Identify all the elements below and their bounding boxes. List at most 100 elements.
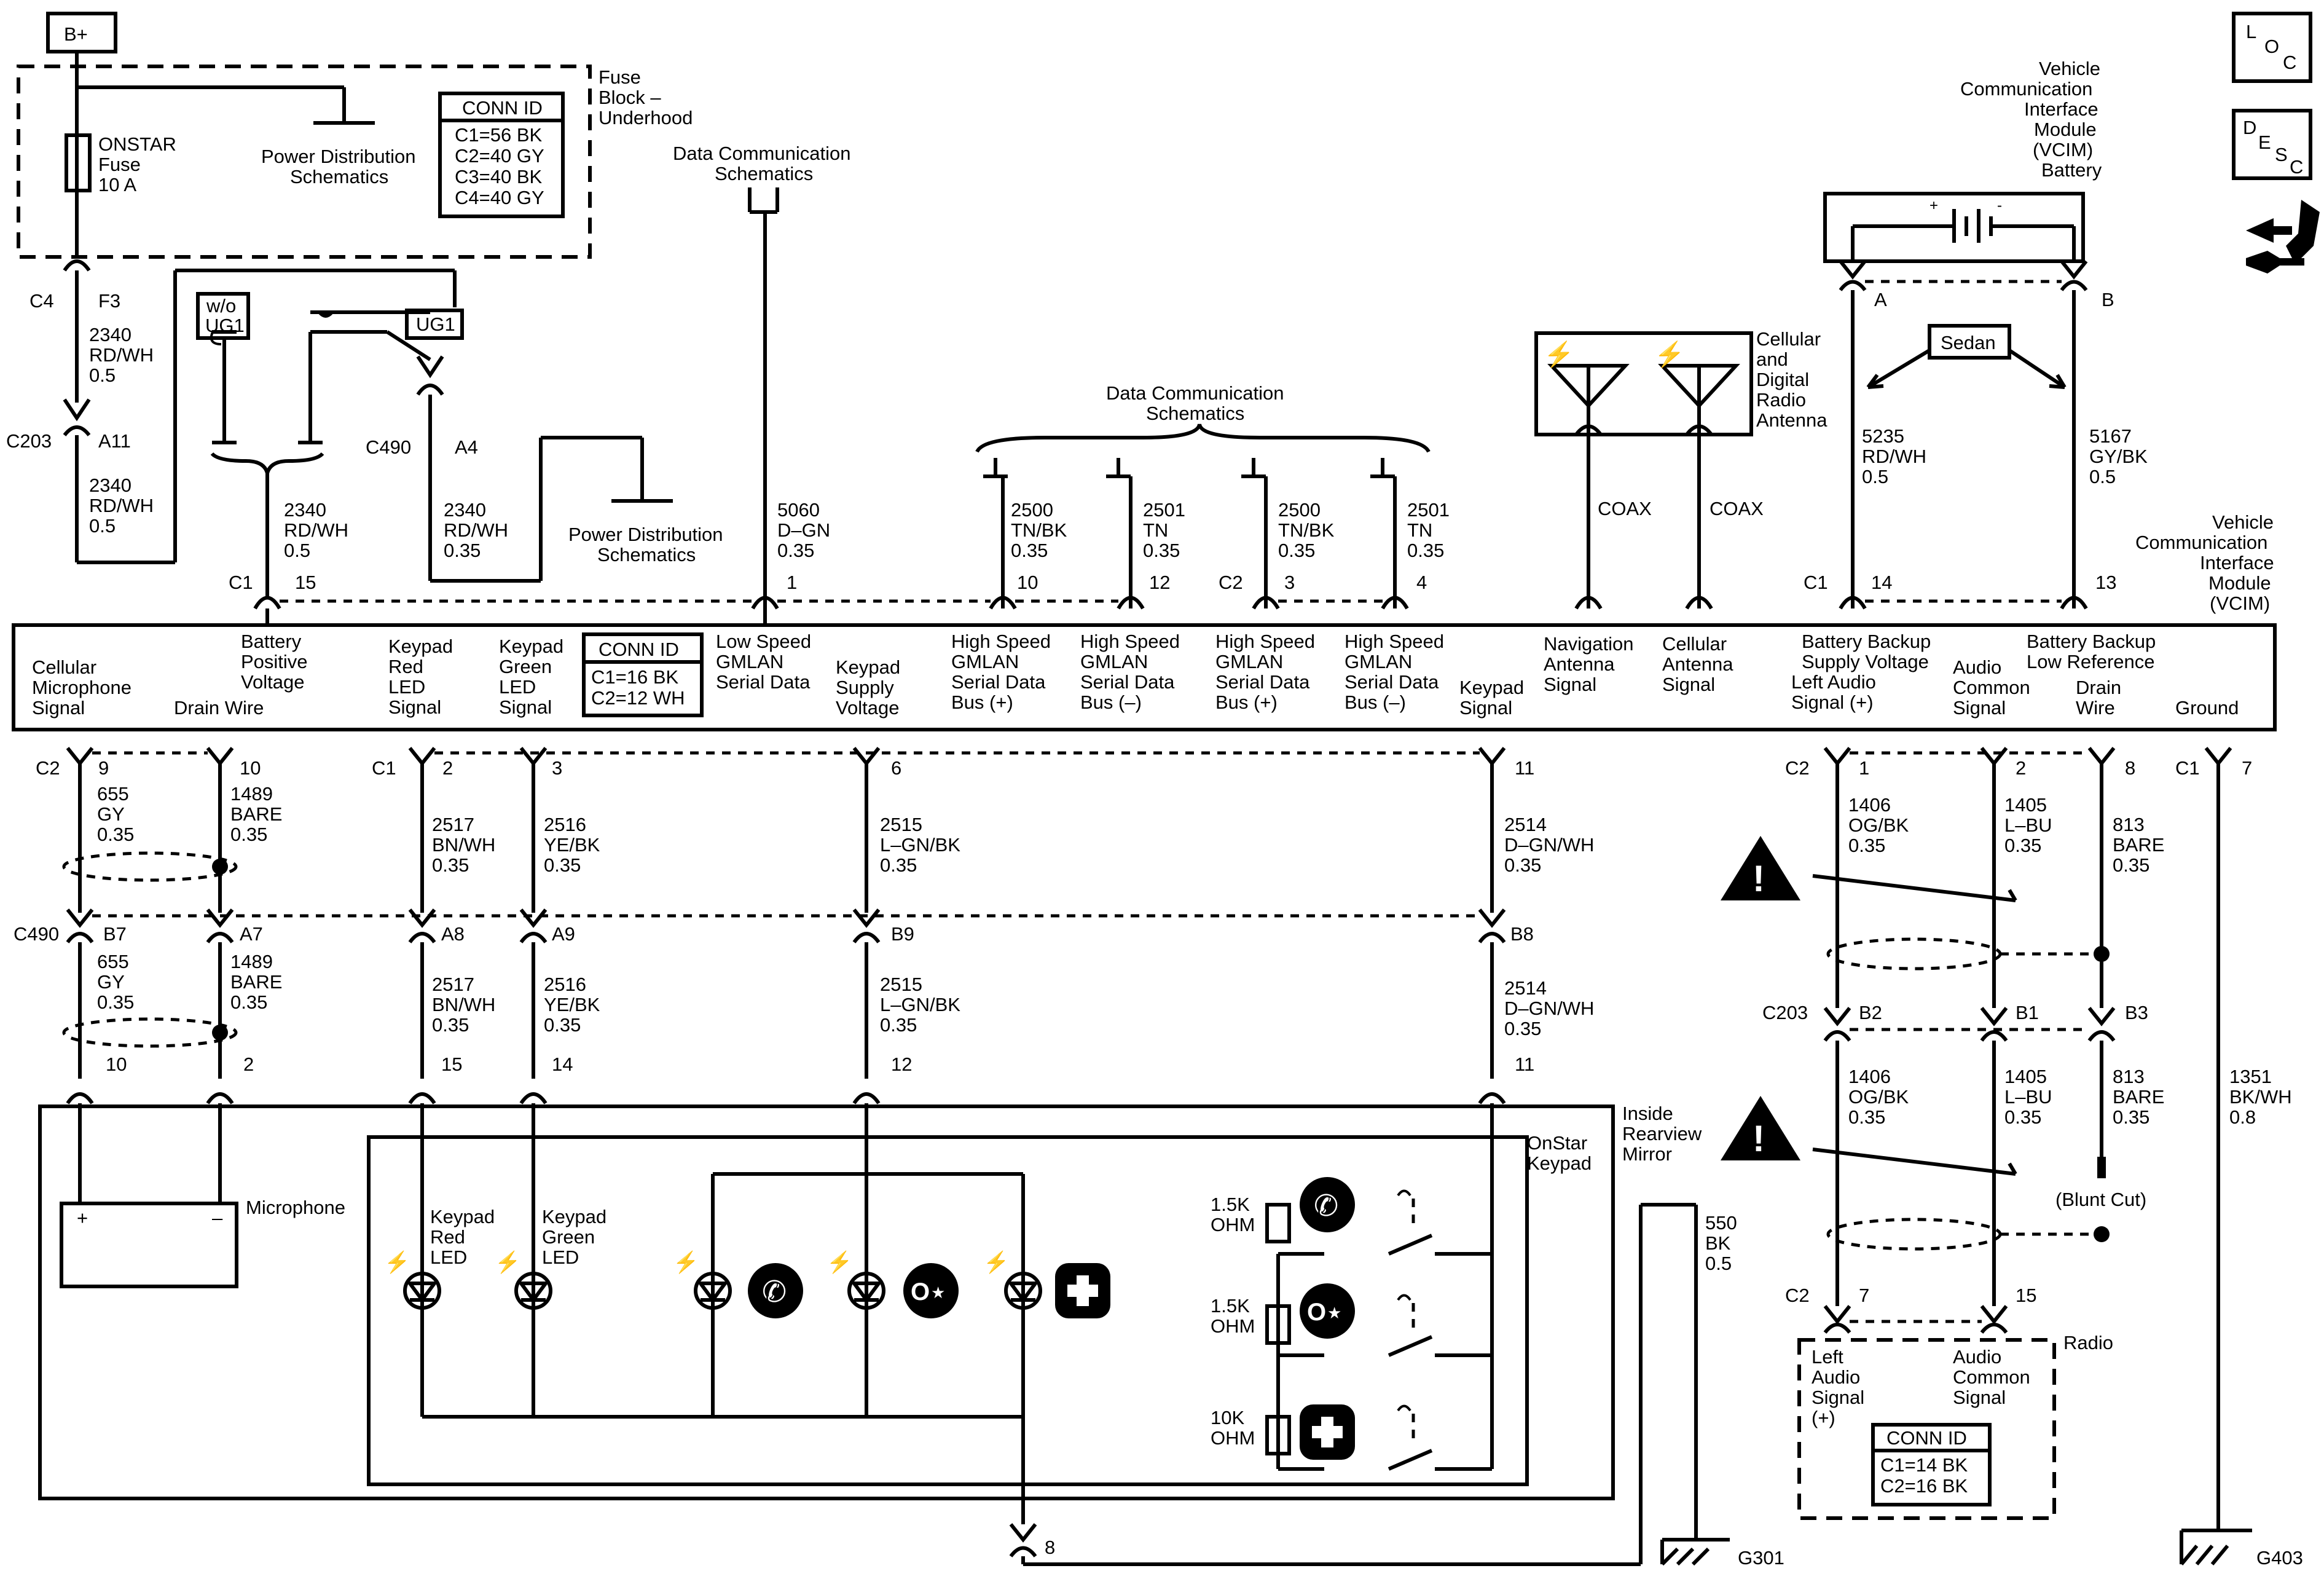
b-plus-box bbox=[46, 12, 117, 53]
tools-icon[interactable] bbox=[2246, 200, 2320, 274]
svg-text:Underhood: Underhood bbox=[599, 107, 693, 128]
svg-text:L–BU: L–BU bbox=[2004, 814, 2052, 836]
svg-text:Ground: Ground bbox=[2175, 697, 2239, 719]
svg-text:BK/WH: BK/WH bbox=[2229, 1086, 2292, 1108]
svg-text:★: ★ bbox=[931, 1283, 945, 1302]
svg-text:0.35: 0.35 bbox=[230, 991, 267, 1013]
svg-text:0.5: 0.5 bbox=[1862, 466, 1888, 487]
svg-text:COAX: COAX bbox=[1710, 498, 1764, 519]
fuse-block-label: Fuse bbox=[599, 66, 641, 88]
svg-text:Serial Data: Serial Data bbox=[716, 671, 811, 693]
svg-text:OG/BK: OG/BK bbox=[1848, 1086, 1909, 1108]
svg-text:0.35: 0.35 bbox=[1011, 540, 1048, 561]
svg-text:2514: 2514 bbox=[1504, 814, 1547, 835]
svg-text:0.35: 0.35 bbox=[2113, 854, 2149, 876]
fuse-conn-id bbox=[438, 92, 565, 218]
svg-text:A9: A9 bbox=[552, 923, 575, 945]
svg-text:LED: LED bbox=[542, 1246, 579, 1268]
svg-text:C1: C1 bbox=[2175, 757, 2200, 779]
svg-text:⚡: ⚡ bbox=[673, 1250, 699, 1275]
microphone-label: Microphone bbox=[246, 1197, 345, 1218]
svg-text:0.35: 0.35 bbox=[2004, 1106, 2041, 1128]
svg-text:UG1: UG1 bbox=[416, 313, 455, 335]
svg-text:Rearview: Rearview bbox=[1622, 1123, 1702, 1144]
svg-text:Audio: Audio bbox=[1812, 1366, 1860, 1388]
svg-text:Supply Voltage: Supply Voltage bbox=[1802, 651, 1929, 672]
svg-text:✆: ✆ bbox=[1314, 1190, 1338, 1223]
svg-text:Signal: Signal bbox=[499, 696, 552, 718]
svg-text:Voltage: Voltage bbox=[241, 671, 304, 693]
warning-icon-2: ! bbox=[1721, 1096, 1800, 1160]
power-dist-label-2: Power Distribution bbox=[568, 524, 723, 545]
svg-text:10 A: 10 A bbox=[98, 174, 136, 195]
svg-text:Green: Green bbox=[542, 1226, 595, 1248]
svg-text:15: 15 bbox=[295, 572, 316, 593]
svg-text:C4: C4 bbox=[29, 290, 54, 312]
svg-text:TN: TN bbox=[1407, 519, 1432, 541]
svg-text:2500: 2500 bbox=[1011, 499, 1053, 521]
svg-text:0.35: 0.35 bbox=[2113, 1106, 2149, 1128]
desc-icon[interactable] bbox=[2232, 109, 2312, 180]
svg-text:Antenna: Antenna bbox=[1544, 653, 1615, 675]
svg-text:Left Audio: Left Audio bbox=[1791, 671, 1876, 693]
fuse-block bbox=[17, 65, 592, 259]
svg-text:Schematics: Schematics bbox=[290, 166, 388, 187]
svg-text:C3=40 BK: C3=40 BK bbox=[455, 166, 543, 187]
svg-text:7: 7 bbox=[2242, 757, 2252, 779]
onstar-icon-2: O★ bbox=[1300, 1283, 1355, 1339]
svg-text:Battery: Battery bbox=[2041, 159, 2102, 181]
svg-text:15: 15 bbox=[441, 1053, 462, 1075]
svg-text:Battery Backup: Battery Backup bbox=[1802, 631, 1931, 652]
svg-text:5235: 5235 bbox=[1862, 425, 1904, 447]
svg-text:Common: Common bbox=[1953, 1366, 2030, 1388]
low-wires bbox=[78, 942, 2103, 1306]
svg-text:Signal: Signal bbox=[1459, 697, 1512, 719]
svg-text:3: 3 bbox=[1284, 572, 1295, 593]
svg-text:Communication: Communication bbox=[2135, 532, 2267, 553]
microphone bbox=[60, 1202, 238, 1288]
svg-text:C4=40 GY: C4=40 GY bbox=[455, 187, 544, 208]
svg-text:Cellular: Cellular bbox=[32, 656, 96, 678]
svg-text:Serial Data: Serial Data bbox=[951, 671, 1046, 693]
svg-text:C2: C2 bbox=[1219, 572, 1243, 593]
svg-text:1.5K: 1.5K bbox=[1211, 1194, 1250, 1215]
svg-text:12: 12 bbox=[1149, 572, 1170, 593]
svg-text:Bus (–): Bus (–) bbox=[1345, 691, 1406, 713]
svg-text:D–GN/WH: D–GN/WH bbox=[1504, 998, 1594, 1019]
svg-text:B: B bbox=[2102, 289, 2114, 310]
svg-text:G301: G301 bbox=[1738, 1547, 1784, 1569]
svg-text:Signal: Signal bbox=[1662, 674, 1715, 695]
svg-text:A7: A7 bbox=[240, 923, 263, 945]
svg-text:0.8: 0.8 bbox=[2229, 1106, 2256, 1128]
svg-text:A11: A11 bbox=[98, 430, 131, 452]
svg-text:2340: 2340 bbox=[89, 324, 132, 345]
svg-text:0.35: 0.35 bbox=[880, 854, 917, 876]
svg-text:0.35: 0.35 bbox=[1504, 854, 1541, 876]
svg-text:B3: B3 bbox=[2125, 1002, 2148, 1023]
svg-text:1489: 1489 bbox=[230, 951, 273, 972]
svg-text:Keypad: Keypad bbox=[836, 656, 900, 678]
svg-text:Fuse: Fuse bbox=[98, 154, 141, 175]
svg-text:0.35: 0.35 bbox=[1407, 540, 1444, 561]
svg-text:1: 1 bbox=[1859, 757, 1869, 779]
svg-text:Schematics: Schematics bbox=[597, 544, 696, 565]
loc-icon[interactable] bbox=[2232, 12, 2312, 83]
svg-text:C: C bbox=[2290, 156, 2303, 178]
svg-text:Keypad: Keypad bbox=[1527, 1152, 1592, 1174]
svg-text:Navigation: Navigation bbox=[1544, 633, 1633, 655]
svg-text:0.35: 0.35 bbox=[2004, 835, 2041, 856]
phone-icon-2: ✆ bbox=[1300, 1177, 1355, 1232]
svg-text:⚡: ⚡ bbox=[983, 1250, 1009, 1275]
svg-text:550: 550 bbox=[1705, 1212, 1737, 1234]
svg-text:G403: G403 bbox=[2256, 1547, 2303, 1569]
svg-text:Radio: Radio bbox=[1756, 389, 1806, 411]
svg-text:1489: 1489 bbox=[230, 783, 273, 805]
svg-text:GMLAN: GMLAN bbox=[951, 651, 1019, 672]
svg-text:Red: Red bbox=[388, 656, 423, 677]
svg-text:Interface: Interface bbox=[2024, 98, 2098, 120]
radio-conn-id bbox=[1871, 1423, 1992, 1506]
switch-icons[interactable] bbox=[1388, 1189, 1433, 1471]
svg-text:D: D bbox=[2243, 117, 2256, 138]
svg-text:Antenna: Antenna bbox=[1756, 409, 1827, 431]
